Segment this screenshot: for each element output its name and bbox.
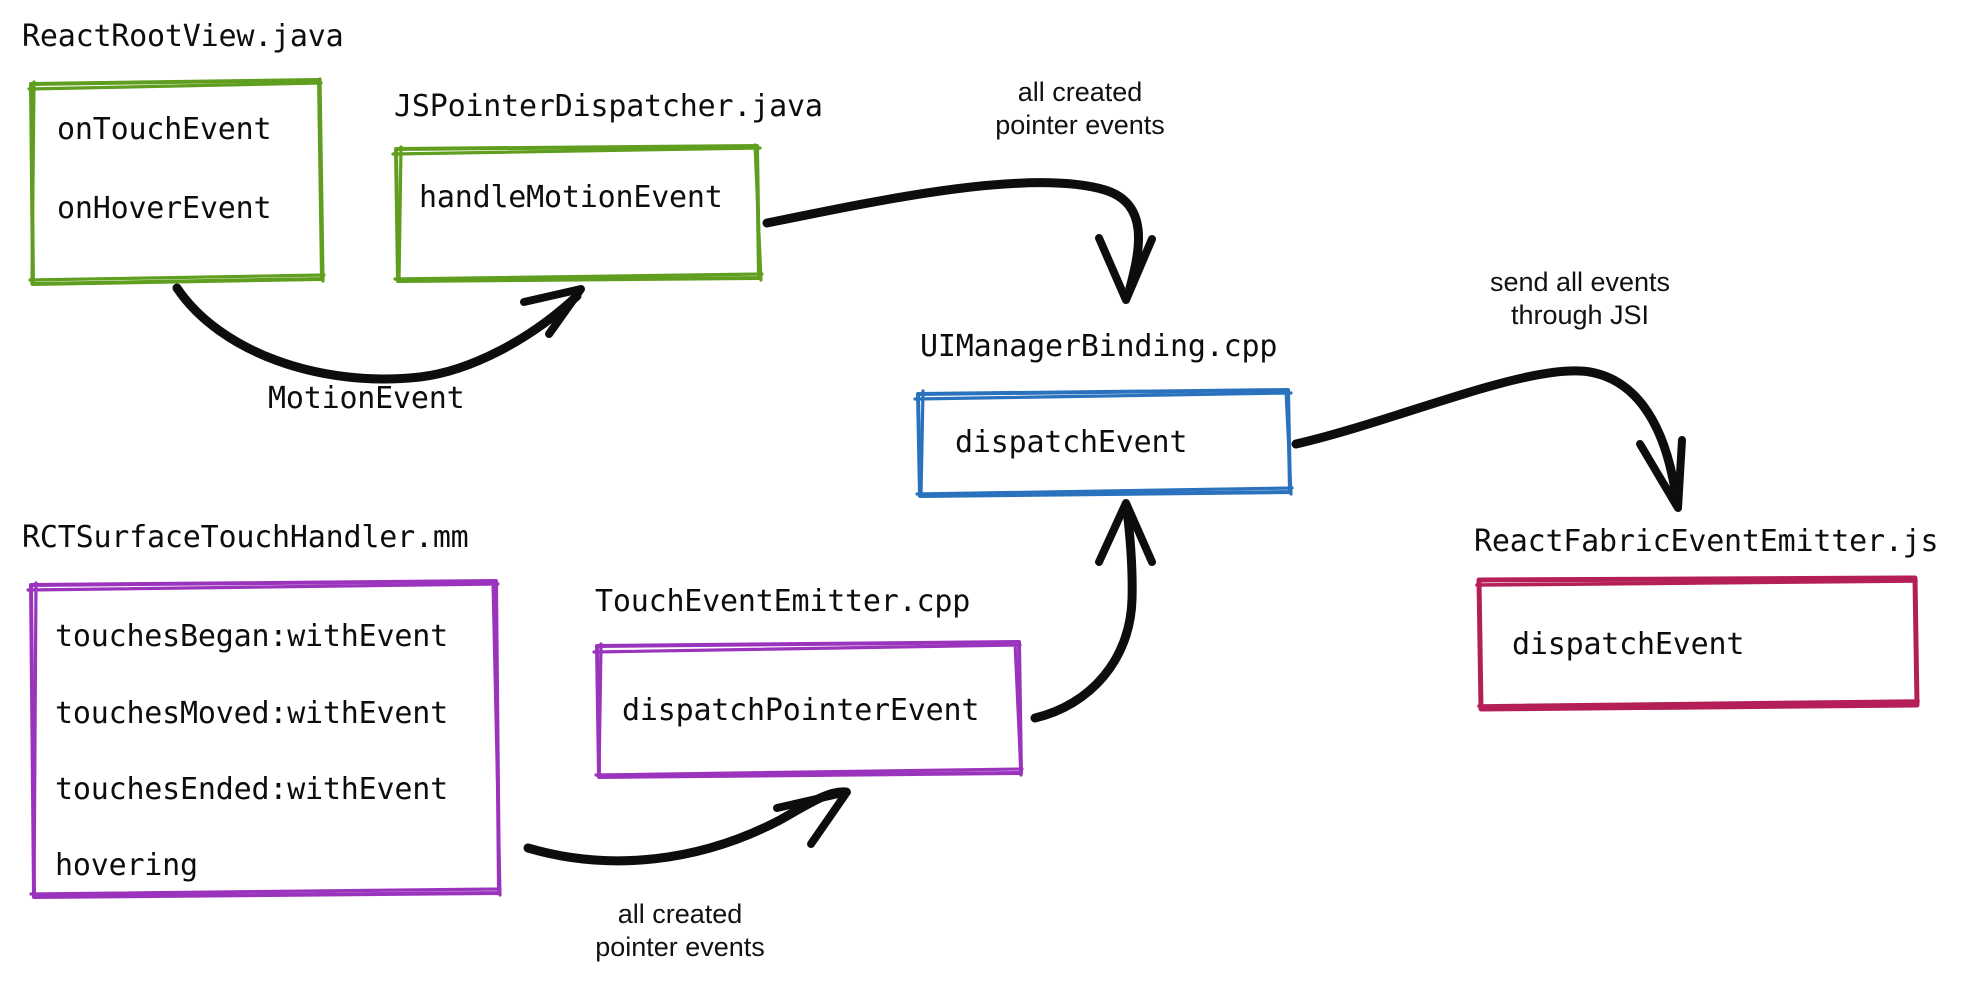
edge-label-line-2: pointer events bbox=[595, 932, 765, 962]
edge-ios-pointer-events bbox=[523, 787, 851, 866]
filename-rct-surface-touch-handler: RCTSurfaceTouchHandler.mm bbox=[22, 520, 469, 555]
edge-label-android-pointer-events: all created pointer events bbox=[930, 76, 1230, 142]
filename-ui-manager-binding: UIManagerBinding.cpp bbox=[920, 329, 1278, 364]
member-hovering: hovering bbox=[55, 848, 198, 883]
edge-android-pointer-events bbox=[762, 178, 1156, 304]
filename-react-root-view: ReactRootView.java bbox=[22, 19, 344, 54]
edge-motion-event bbox=[172, 283, 585, 384]
edge-emitter-to-binding bbox=[1030, 499, 1156, 723]
filename-touch-event-emitter: TouchEventEmitter.cpp bbox=[595, 584, 971, 619]
filename-js-pointer-dispatcher: JSPointerDispatcher.java bbox=[394, 89, 823, 124]
edge-label-line-1: all created bbox=[617, 899, 743, 929]
member-dispatch-event-js: dispatchEvent bbox=[1512, 627, 1745, 662]
edge-label-ios-pointer-events: all created pointer events bbox=[530, 898, 830, 964]
edge-jsi-bridge bbox=[1291, 366, 1686, 512]
member-dispatch-event-cpp: dispatchEvent bbox=[955, 425, 1188, 460]
member-touches-moved: touchesMoved:withEvent bbox=[55, 696, 448, 731]
edge-label-line-2: through JSI bbox=[1510, 300, 1650, 330]
member-touches-began: touchesBegan:withEvent bbox=[55, 619, 448, 654]
edge-label-motion-event: MotionEvent bbox=[268, 381, 465, 416]
edge-label-line-1: send all events bbox=[1489, 267, 1671, 297]
member-on-touch-event: onTouchEvent bbox=[57, 112, 272, 147]
member-dispatch-pointer-event: dispatchPointerEvent bbox=[622, 693, 980, 728]
edge-label-line-2: pointer events bbox=[995, 110, 1165, 140]
edge-label-jsi-bridge: send all events through JSI bbox=[1430, 266, 1730, 332]
member-on-hover-event: onHoverEvent bbox=[57, 191, 272, 226]
filename-react-fabric-event-emitter: ReactFabricEventEmitter.js bbox=[1474, 524, 1939, 559]
node-box-react-root-view bbox=[27, 77, 326, 286]
member-handle-motion-event: handleMotionEvent bbox=[419, 180, 723, 215]
member-touches-ended: touchesEnded:withEvent bbox=[55, 772, 448, 807]
edge-label-line-1: all created bbox=[1017, 77, 1143, 107]
